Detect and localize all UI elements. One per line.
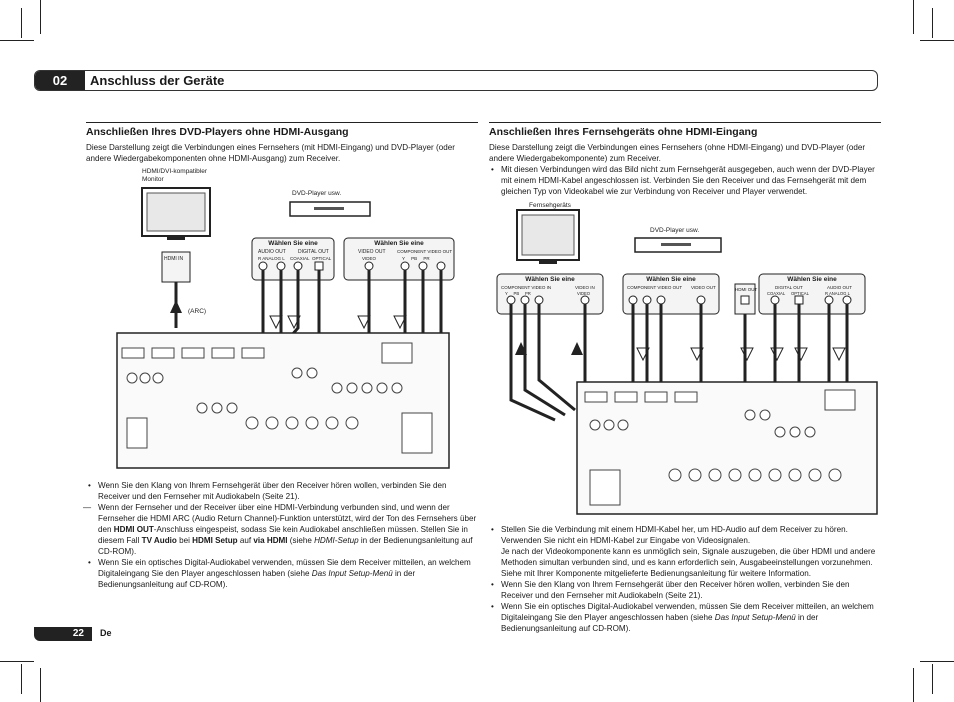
y-pb-pr-label: Y PB PR	[402, 256, 430, 261]
section-intro: Diese Darstellung zeigt die Verbindungen…	[86, 143, 455, 163]
left-connection-diagram: HDMI/DVI-kompatibler Monitor DVD-Player …	[112, 168, 462, 473]
digital-out-label: DIGITAL OUT	[775, 285, 803, 290]
note-item: Wenn Sie den Klang von Ihrem Fernsehgerä…	[86, 480, 478, 502]
y-pb-pr-label: Y PB PR	[505, 291, 531, 296]
coaxial-label: COAXIAL	[767, 291, 786, 296]
right-connection-diagram: Fernsehgeräts DVD-Player usw. Wählen Sie…	[495, 200, 880, 518]
note-item: Stellen Sie die Verbindung mit einem HDM…	[489, 524, 881, 579]
video-label: VIDEO	[577, 291, 591, 296]
coaxial-label: COAXIAL	[290, 256, 310, 261]
crop-mark	[932, 8, 933, 38]
right-section: Anschließen Ihres Fernsehgeräts ohne HDM…	[489, 122, 881, 197]
crop-mark	[913, 0, 914, 34]
crop-mark	[0, 40, 34, 41]
section-rule	[86, 122, 478, 123]
video-out-label: VIDEO OUT	[691, 285, 716, 290]
crop-mark	[913, 668, 914, 702]
analog-label: R ANALOG L	[825, 291, 850, 296]
hdmi-out-label: HDMI OUT	[735, 287, 758, 292]
tv-label: Fernsehgeräts	[529, 202, 571, 209]
choose-one-label: Wählen Sie eine	[374, 240, 424, 247]
video-in-label: VIDEO IN	[575, 285, 595, 290]
component-video-out-label: COMPONENT VIDEO OUT	[397, 249, 453, 254]
choose-one-label: Wählen Sie eine	[646, 276, 696, 283]
arc-label: (ARC)	[188, 308, 207, 315]
crop-mark	[21, 664, 22, 694]
choose-one-label: Wählen Sie eine	[268, 240, 318, 247]
monitor-label: HDMI/DVI-kompatibler Monitor	[142, 168, 208, 183]
audio-out-label: AUDIO OUT	[258, 249, 286, 255]
dvd-player-label: DVD-Player usw.	[292, 190, 342, 197]
left-section: Anschließen Ihres DVD-Players ohne HDMI-…	[86, 122, 478, 164]
crop-mark	[0, 661, 34, 662]
component-video-in-label: COMPONENT VIDEO IN	[501, 285, 552, 290]
chapter-title: Anschluss der Geräte	[90, 73, 225, 88]
hdmi-in-label: HDMI IN	[164, 256, 184, 262]
left-notes: Wenn Sie den Klang von Ihrem Fernsehgerä…	[83, 480, 478, 590]
choose-one-label: Wählen Sie eine	[787, 276, 837, 283]
optical-label: OPTICAL	[791, 291, 809, 296]
crop-mark	[40, 0, 41, 34]
note-item: Wenn Sie ein optisches Digital-Audiokabe…	[86, 557, 478, 590]
left-diagram-drawing	[116, 187, 455, 469]
optical-label: OPTICAL	[312, 256, 332, 261]
video-label: VIDEO	[362, 256, 377, 261]
choose-one-label: Wählen Sie eine	[525, 276, 575, 283]
right-notes: Stellen Sie die Verbindung mit einem HDM…	[489, 524, 881, 634]
crop-mark	[920, 661, 954, 662]
crop-mark	[932, 664, 933, 694]
right-diagram-drawing	[496, 209, 878, 515]
note-item: Wenn Sie den Klang von Ihrem Fernsehgerä…	[489, 579, 881, 601]
note-subitem: Wenn der Fernseher und der Receiver über…	[83, 502, 478, 557]
chapter-number: 02	[35, 71, 85, 90]
crop-mark	[21, 8, 22, 38]
section-intro: Diese Darstellung zeigt die Verbindungen…	[489, 143, 866, 163]
page-number: 22	[34, 627, 92, 641]
section-title: Anschließen Ihres DVD-Players ohne HDMI-…	[86, 126, 349, 138]
video-out-label: VIDEO OUT	[358, 249, 386, 255]
chapter-header: 02 Anschluss der Geräte	[34, 70, 878, 91]
crop-mark	[920, 40, 954, 41]
language-code: De	[100, 628, 112, 638]
section-title: Anschließen Ihres Fernsehgeräts ohne HDM…	[489, 126, 758, 138]
component-video-out-label: COMPONENT VIDEO OUT	[627, 285, 683, 290]
audio-out-label: AUDIO OUT	[827, 285, 853, 290]
crop-mark	[40, 668, 41, 702]
analog-label: R ANALOG L	[258, 256, 285, 261]
digital-out-label: DIGITAL OUT	[298, 249, 329, 255]
note-item: Mit diesen Verbindungen wird das Bild ni…	[489, 164, 881, 197]
dvd-player-label: DVD-Player usw.	[650, 227, 700, 234]
section-rule	[489, 122, 881, 123]
note-item: Wenn Sie ein optisches Digital-Audiokabe…	[489, 601, 881, 634]
